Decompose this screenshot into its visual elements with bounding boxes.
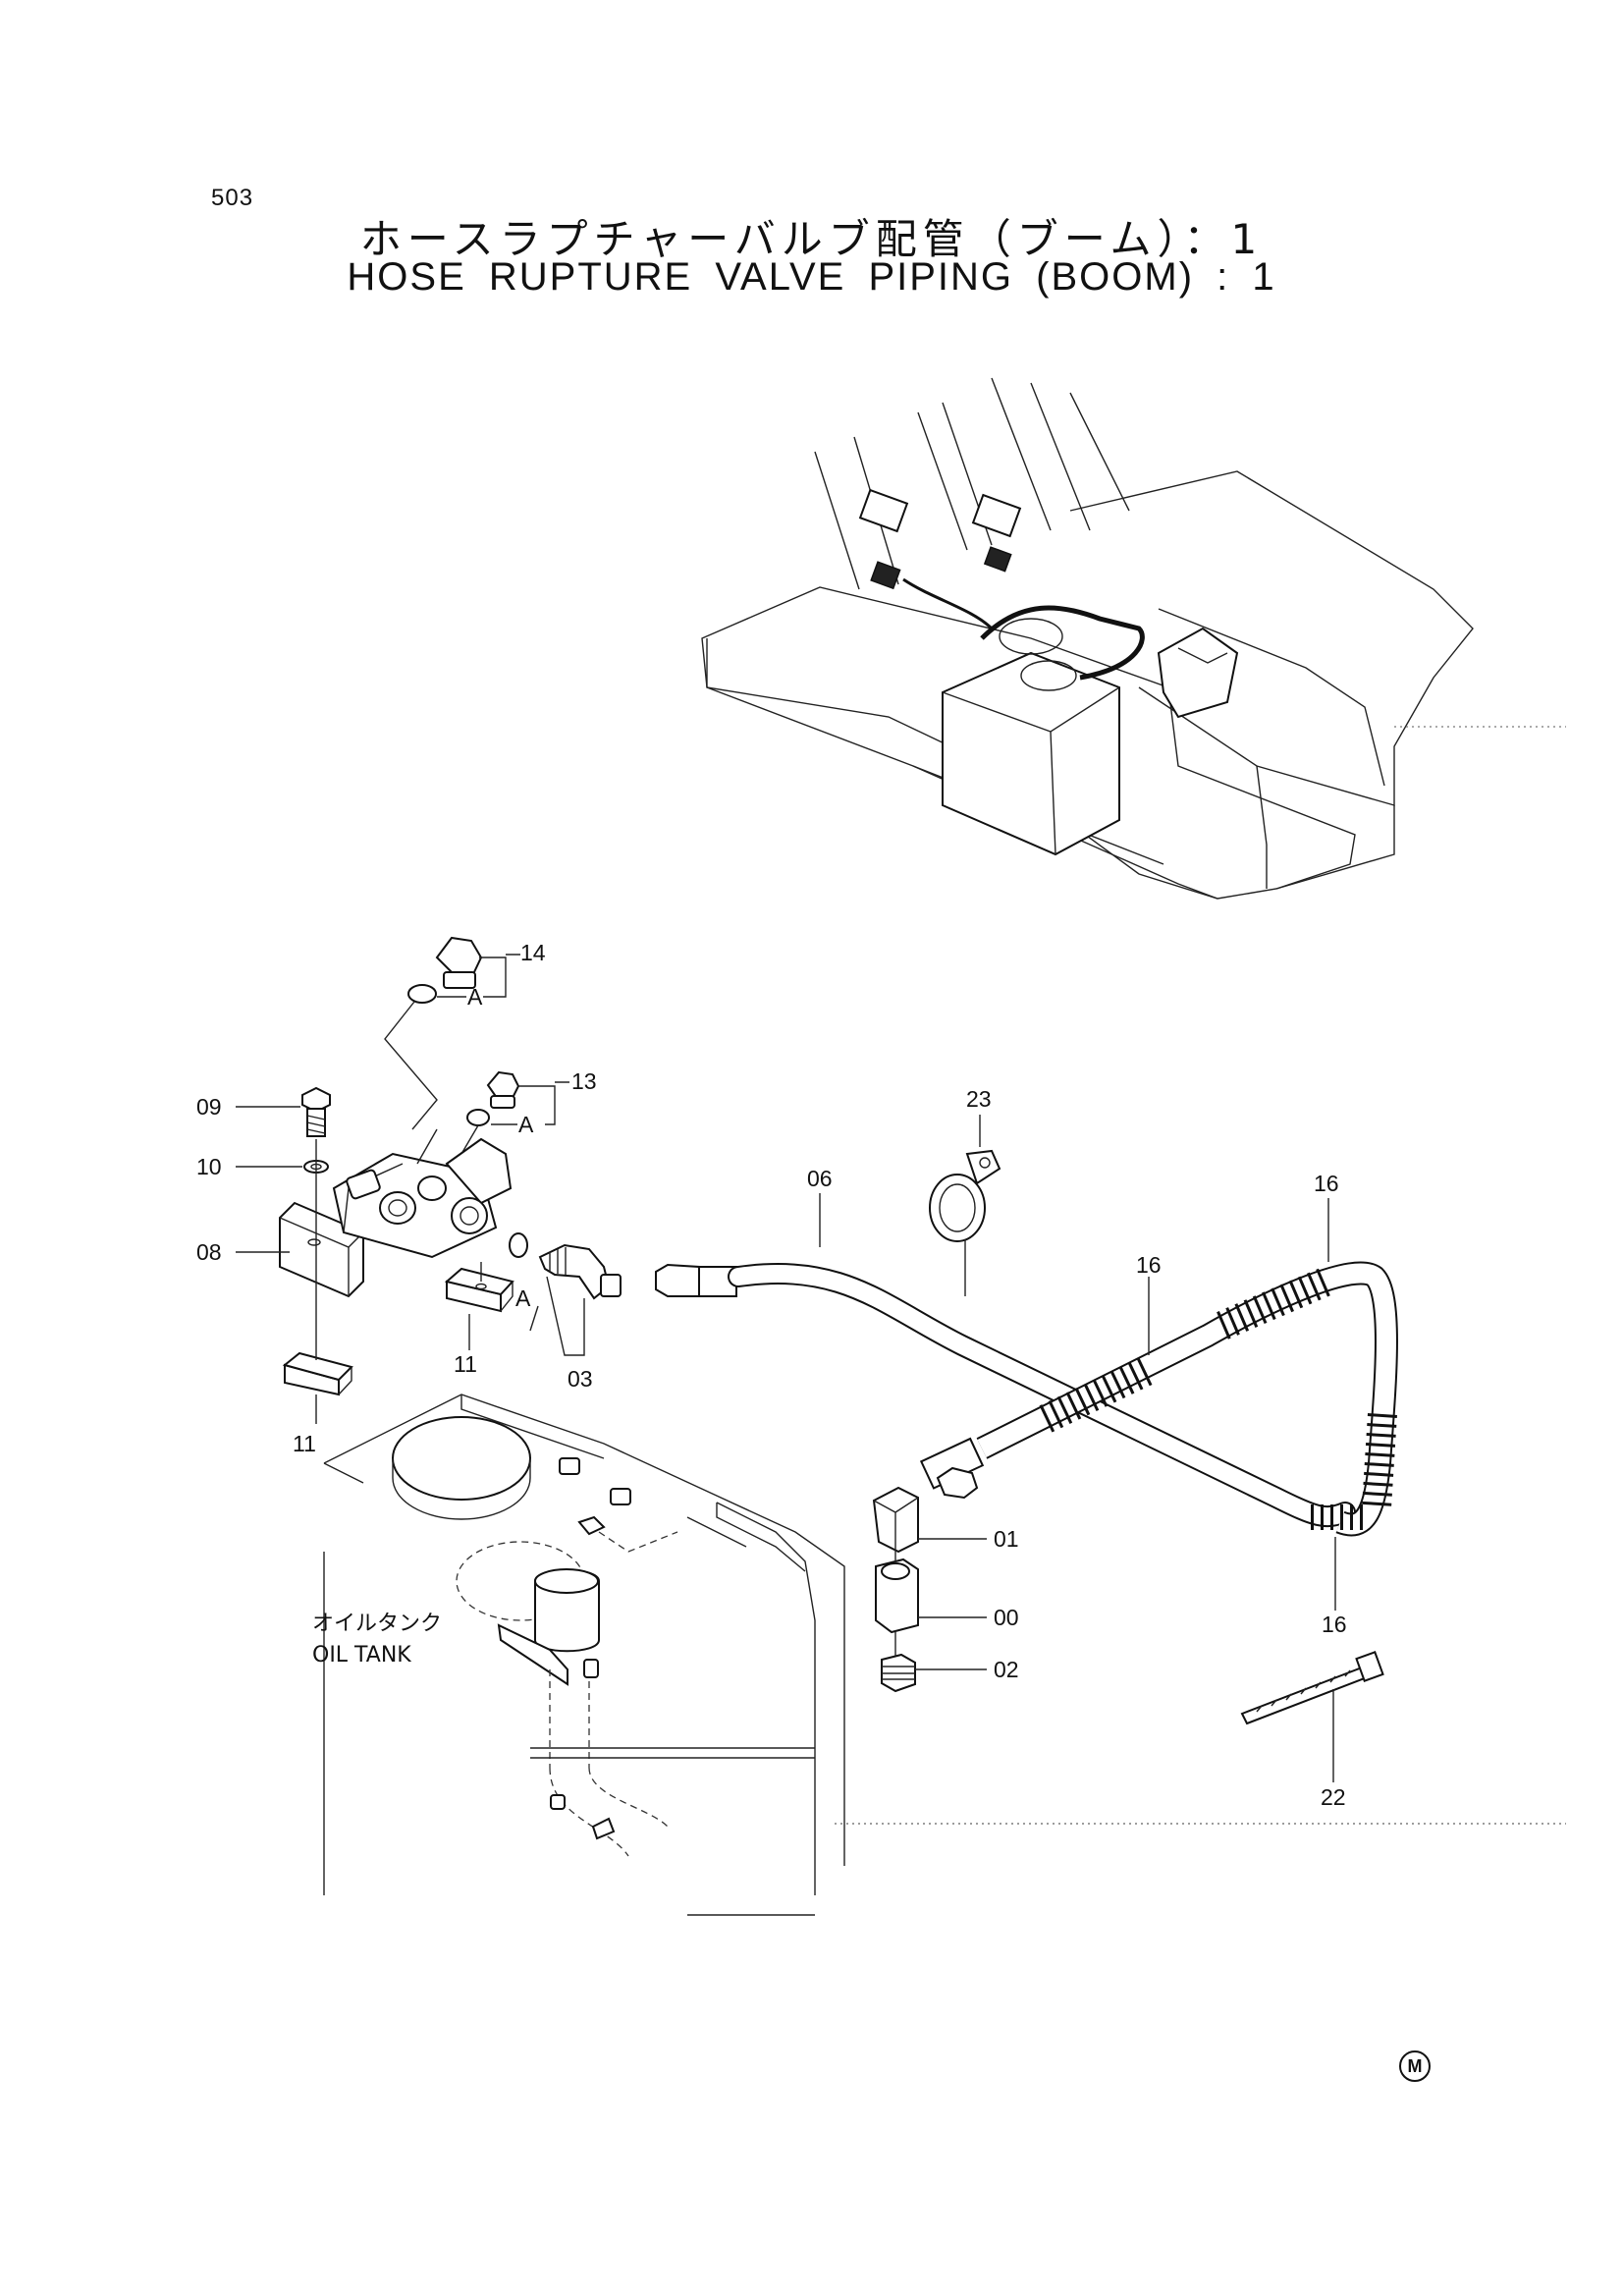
oil-tank-label-en: OIL TANK (312, 1643, 411, 1667)
callout-leaders (236, 954, 1336, 1670)
title-japanese: ホースラプチャーバルブ配管（ブーム）：1 (359, 215, 1264, 263)
callout-23: 23 (966, 1086, 992, 1112)
callout-06: 06 (807, 1166, 833, 1191)
oil-tank-label-jp: オイルタンク (312, 1612, 442, 1636)
overview-illustration (701, 377, 1566, 1825)
callout-16-bottom: 16 (1322, 1612, 1347, 1637)
callout-11-right: 11 (454, 1351, 477, 1377)
callout-16-middle: 16 (1136, 1252, 1162, 1278)
callout-11-left: 11 (293, 1431, 316, 1456)
callout-a-13: A (518, 1112, 534, 1137)
callout-03: 03 (568, 1366, 593, 1392)
cable-tie-22 (1240, 1651, 1384, 1782)
manufacturer-mark: M (1399, 2050, 1431, 2082)
callout-09: 09 (196, 1094, 222, 1120)
callout-a-03: A (515, 1285, 531, 1311)
callout-a-14: A (467, 984, 483, 1010)
page-number: 503 (211, 185, 254, 211)
fittings-01-00-02 (872, 1486, 919, 1693)
oil-tank (323, 1394, 1566, 1916)
callout-16-top: 16 (1314, 1171, 1339, 1196)
hose-06 (655, 1263, 1356, 1528)
callout-00: 00 (994, 1605, 1019, 1630)
callout-01: 01 (994, 1526, 1019, 1552)
hose-16 (919, 1261, 1398, 1537)
callout-02: 02 (994, 1657, 1019, 1682)
callout-10: 10 (196, 1154, 222, 1179)
title-english: HOSE RUPTURE VALVE PIPING (BOOM) : 1 (347, 255, 1276, 299)
callout-08: 08 (196, 1239, 222, 1265)
callout-14: 14 (520, 940, 546, 965)
clamp-23 (929, 1149, 1001, 1242)
valve-assembly (279, 936, 622, 1396)
callout-13: 13 (571, 1068, 597, 1094)
callout-22: 22 (1321, 1784, 1346, 1810)
